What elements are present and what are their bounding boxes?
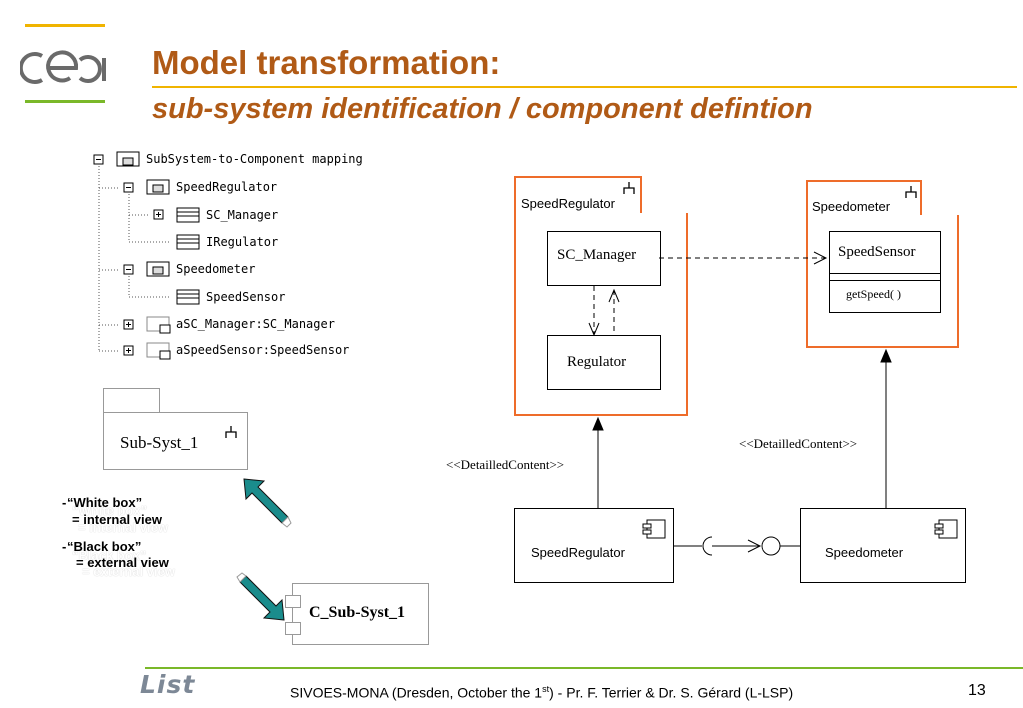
component-icon: [642, 519, 666, 539]
component-label: C_Sub-Syst_1: [309, 604, 406, 621]
subsystem-label: Sub-Syst_1: [120, 433, 199, 452]
title-underline: [152, 86, 1017, 88]
black-box-title: “Black box”: [67, 539, 142, 554]
black-box-desc-shadow: = external view: [82, 564, 175, 579]
speedometer-component[interactable]: Speedometer: [800, 508, 966, 583]
speedometer-package-tab: Speedometer: [806, 180, 922, 217]
tree-item-aspeed-sensor[interactable]: aSpeedSensor:SpeedSensor: [176, 343, 350, 357]
speed-regulator-package-tab: SpeedRegulator: [514, 176, 642, 215]
footer-text: SIVOES-MONA (Dresden, October the 1st) -…: [290, 684, 793, 701]
speed-regulator-component[interactable]: SpeedRegulator: [514, 508, 674, 583]
page-title: Model transformation:: [152, 44, 501, 81]
teal-arrow-down: [236, 572, 285, 621]
stereotype-left: <<DetailledContent>>: [446, 457, 565, 472]
mapping-tree: SubSystem-to-Component mapping SpeedRegu…: [90, 150, 430, 365]
sc-manager-label: SC_Manager: [557, 247, 637, 263]
page-subtitle: sub-system identification / component de…: [152, 93, 813, 125]
black-box-dash: -: [62, 539, 67, 554]
tree-item-speed-sensor[interactable]: SpeedSensor: [206, 290, 286, 304]
tree-item-iregulator[interactable]: IRegulator: [206, 235, 279, 249]
subsystem-package: Sub-Syst_1: [103, 412, 248, 470]
subsystem-package-tab: [103, 388, 160, 413]
tree-item-speed-regulator[interactable]: SpeedRegulator: [176, 180, 278, 194]
regulator-class[interactable]: Regulator: [547, 335, 661, 390]
logo-bar-top: [25, 24, 105, 27]
tree-item-sc-manager[interactable]: SC_Manager: [206, 208, 279, 222]
get-speed-operation: getSpeed( ): [846, 287, 901, 301]
footer-text-sup: st: [542, 684, 550, 694]
white-box-title: “White box”: [67, 495, 143, 510]
footer-rule: [145, 667, 1023, 669]
component-port-bottom: [285, 622, 301, 635]
tree-lines: [93, 151, 200, 360]
package-fork-icon: [905, 186, 917, 198]
page-number: 13: [968, 682, 986, 699]
white-box-desc-shadow: = internal view: [78, 520, 168, 535]
list-logo: List: [140, 670, 196, 699]
class-divider: [830, 280, 940, 281]
cea-logo-mark: [20, 50, 106, 84]
tree-root-label[interactable]: SubSystem-to-Component mapping: [146, 152, 363, 166]
class-divider: [830, 273, 940, 274]
tree-item-asc-manager[interactable]: aSC_Manager:SC_Manager: [176, 317, 335, 331]
regulator-label: Regulator: [567, 354, 627, 370]
subsystem-fork-icon: [225, 426, 237, 438]
black-box-desc: = external view: [76, 555, 169, 570]
speed-sensor-class[interactable]: SpeedSensor getSpeed( ): [829, 231, 941, 313]
stereotype-right: <<DetailledContent>>: [739, 436, 858, 451]
component-port-top: [285, 595, 301, 608]
component-box: C_Sub-Syst_1: [292, 583, 429, 645]
speedometer-component-label: Speedometer: [825, 545, 904, 560]
speed-regulator-package: SC_Manager Regulator: [514, 213, 688, 416]
speedometer-package-label: Speedometer: [812, 199, 891, 214]
footer-text-suffix: ) - Pr. F. Terrier & Dr. S. Gérard (L-LS…: [549, 684, 794, 701]
white-box-dash: -: [62, 495, 67, 510]
logo-bar-bottom: [25, 100, 105, 103]
speed-regulator-package-label: SpeedRegulator: [521, 196, 615, 211]
cea-logo: [20, 18, 110, 108]
speed-sensor-label: SpeedSensor: [838, 244, 916, 260]
white-box-shadow: “White box”: [72, 503, 148, 518]
white-box-desc: = internal view: [72, 512, 162, 527]
black-box-shadow: “Black box”: [72, 548, 147, 563]
tree-item-speedometer[interactable]: Speedometer: [176, 262, 256, 276]
component-icon: [934, 519, 958, 539]
speedometer-package: SpeedSensor getSpeed( ): [806, 215, 959, 348]
speed-regulator-component-label: SpeedRegulator: [531, 545, 625, 560]
footer-text-prefix: SIVOES-MONA (Dresden, October the 1: [290, 684, 543, 701]
package-fork-icon: [623, 182, 635, 194]
teal-arrow-up: [243, 478, 292, 528]
